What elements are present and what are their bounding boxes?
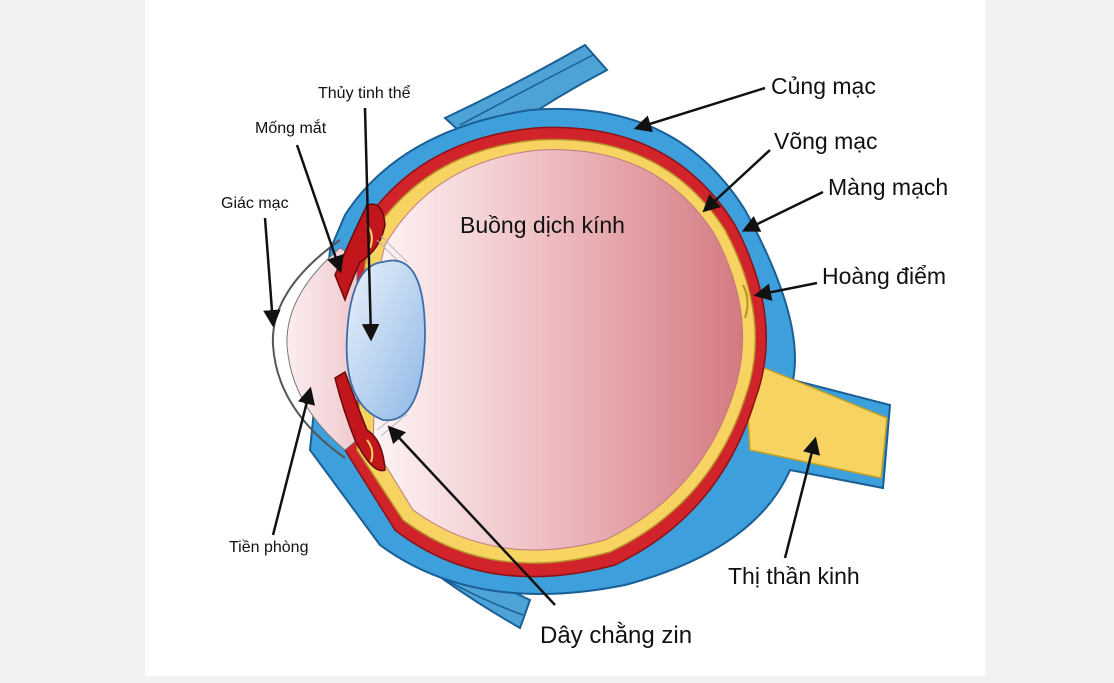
label-tien-phong: Tiền phòng (229, 540, 308, 556)
arrow-tien-phong (273, 390, 310, 535)
arrow-cung-mac (637, 88, 765, 128)
diagram-canvas: Thủy tinh thể Mống mắt Giác mạc Tiền phò… (145, 0, 985, 676)
arrow-mong-mat (297, 145, 340, 270)
label-buong-dich-kinh: Buồng dịch kính (460, 214, 625, 237)
label-mang-mach: Màng mạch (828, 176, 948, 199)
arrow-mang-mach (745, 192, 823, 230)
label-mong-mat: Mống mắt (255, 121, 326, 137)
label-vong-mac: Võng mạc (774, 130, 878, 153)
label-thi-than-kinh: Thị thần kinh (728, 565, 860, 588)
label-giac-mac: Giác mạc (221, 196, 289, 212)
lens (347, 261, 425, 421)
arrow-giac-mac (265, 218, 273, 324)
label-thuy-tinh-the: Thủy tinh thể (318, 86, 411, 102)
label-cung-mac: Củng mạc (771, 75, 876, 98)
label-day-chang-zin: Dây chằng zin (540, 624, 692, 648)
label-hoang-diem: Hoàng điểm (822, 265, 946, 288)
